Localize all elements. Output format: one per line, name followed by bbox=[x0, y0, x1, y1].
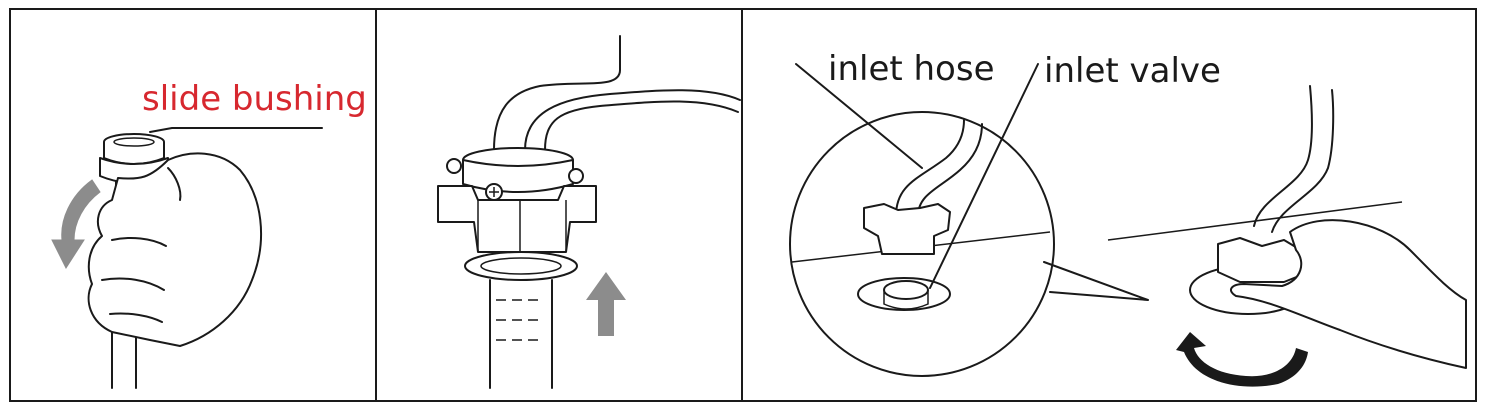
rotate-arrow-icon bbox=[51, 179, 101, 270]
inlet-valve-leader bbox=[929, 63, 1039, 289]
panel-2-attach bbox=[437, 35, 741, 389]
rotate-arrow-right-icon bbox=[1176, 332, 1308, 387]
inlet-valve-label: inlet valve bbox=[1044, 51, 1221, 91]
slide-bushing-leader bbox=[149, 127, 323, 133]
slide-bushing-label: slide bushing bbox=[142, 79, 367, 119]
inlet-hose-label: inlet hose bbox=[828, 49, 994, 89]
inlet-hose-leader bbox=[795, 63, 923, 169]
coupling-ring bbox=[446, 147, 584, 201]
hand bbox=[87, 152, 262, 347]
star-nut bbox=[437, 185, 597, 253]
panel-1-slide-bushing: slide bushing bbox=[51, 79, 367, 389]
nut-on-valve bbox=[1217, 237, 1305, 283]
callout-tail bbox=[1043, 261, 1149, 301]
nut-in-circle bbox=[863, 203, 951, 255]
hand-right bbox=[1229, 219, 1467, 369]
up-arrow-icon bbox=[586, 272, 626, 336]
panel-3-inlet: inlet hose inlet valve bbox=[789, 49, 1467, 387]
hose-cable bbox=[493, 35, 621, 151]
washer bbox=[464, 251, 578, 281]
hose-slots-2 bbox=[496, 299, 538, 341]
